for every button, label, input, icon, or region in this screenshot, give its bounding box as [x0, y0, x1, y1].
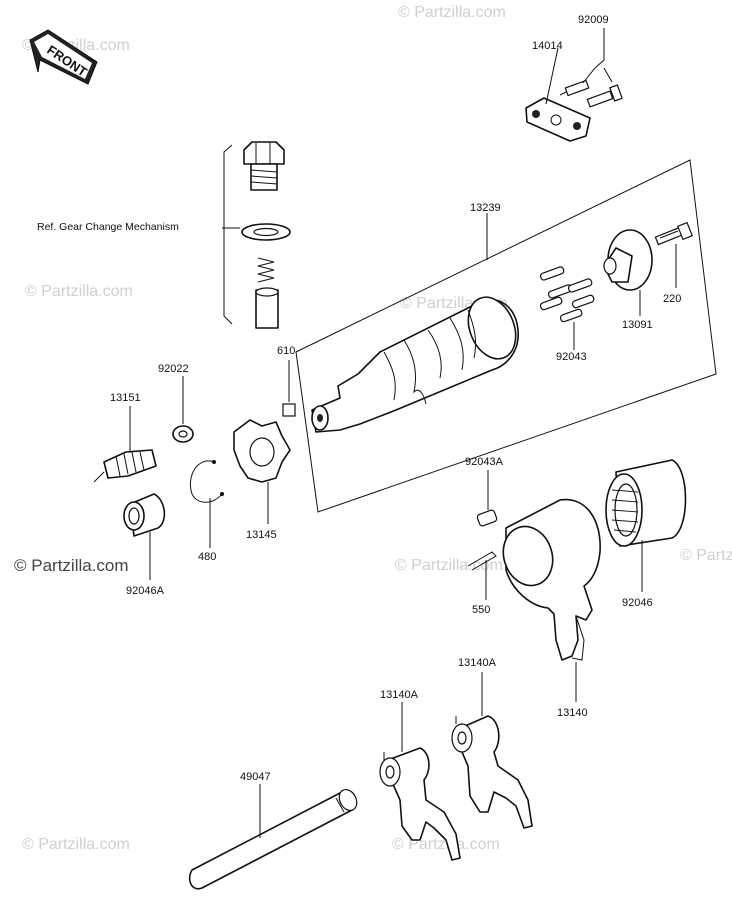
watermark: © Partzilla.com	[398, 4, 506, 21]
label-13145: 13145	[246, 529, 277, 541]
label-13140a-right: 13140A	[458, 657, 497, 669]
label-13091: 13091	[622, 319, 653, 331]
washer-92022	[172, 425, 194, 443]
label-13151: 13151	[110, 392, 141, 404]
label-14014: 14014	[532, 40, 563, 52]
shift-fork-13140a-right	[451, 715, 533, 829]
label-92022: 92022	[158, 363, 189, 375]
label-13140: 13140	[557, 707, 588, 719]
shift-fork-13140	[502, 498, 601, 661]
cotter-pin-550	[467, 551, 497, 571]
needle-bearing-92046	[605, 459, 687, 547]
spring	[257, 257, 275, 283]
watermark: © Partzilla.com	[25, 283, 133, 300]
shaft-49047	[188, 788, 358, 890]
label-13140a-left: 13140A	[380, 689, 419, 701]
label-13239: 13239	[470, 202, 501, 214]
watermark: © Partzilla.com	[22, 836, 130, 853]
watermark-dark: © Partzilla.com	[14, 556, 129, 575]
pin-92043a	[476, 509, 498, 527]
label-610: 610	[277, 345, 295, 357]
bolt-220	[654, 221, 694, 246]
label-550: 550	[472, 604, 490, 616]
pin-610	[282, 403, 296, 417]
label-480: 480	[198, 551, 216, 563]
star-plate-13145	[233, 419, 291, 483]
bolt-92009	[559, 79, 623, 108]
label-92043: 92043	[556, 351, 587, 363]
plug-bolt	[243, 141, 285, 191]
label-92046: 92046	[622, 597, 653, 609]
watermark: © Partzilla.com	[680, 547, 732, 564]
reference-note: Ref. Gear Change Mechanism	[37, 221, 179, 233]
label-220: 220	[663, 293, 681, 305]
label-92043a: 92043A	[465, 456, 504, 468]
label-49047: 49047	[240, 771, 271, 783]
washer	[241, 223, 291, 241]
switch-13151	[93, 449, 157, 483]
label-92046a: 92046A	[126, 585, 165, 597]
bearing-92046a	[123, 493, 166, 537]
circlip-480	[190, 460, 224, 503]
shift-fork-13140a-left	[379, 747, 461, 861]
watermark: © Partzilla.com	[395, 557, 503, 574]
label-92009: 92009	[578, 14, 609, 26]
drum-cam-13091	[603, 229, 653, 291]
shift-drum-13239	[311, 296, 519, 433]
pins-92043	[539, 266, 595, 323]
plate-14014	[525, 97, 591, 142]
pin-plunger	[255, 287, 279, 329]
